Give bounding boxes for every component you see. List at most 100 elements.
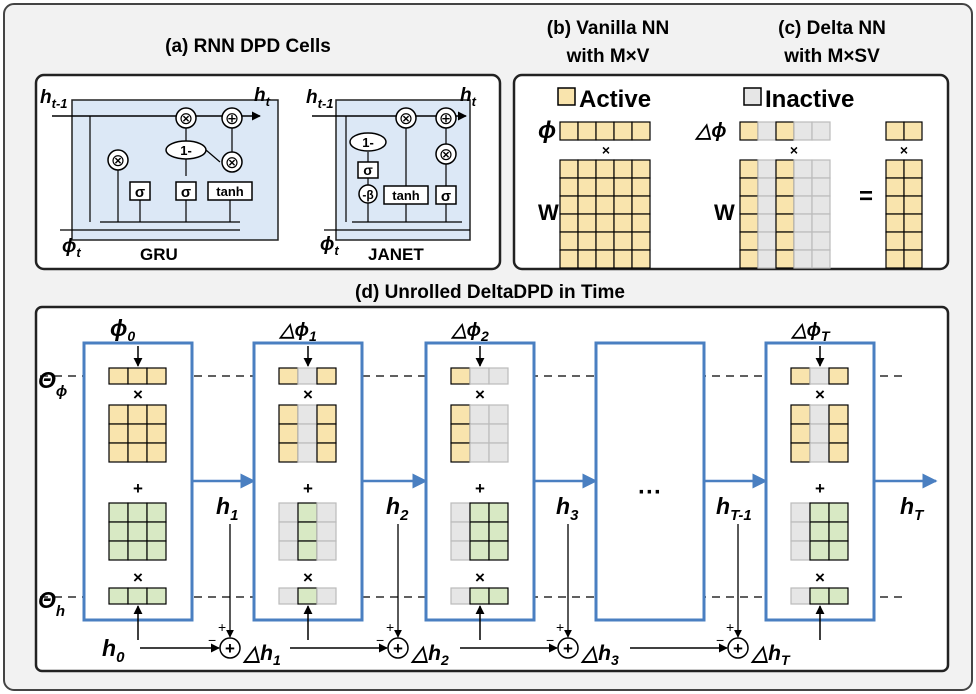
janet-tanh-label: tanh (392, 188, 420, 203)
hidden-weight-cell (278, 540, 299, 561)
theta-h-label: Θh (38, 587, 65, 620)
delta-phi-cell (739, 121, 759, 141)
input-weight-cell (828, 442, 849, 463)
delta-w-cell (739, 249, 759, 269)
input-weight-cell (450, 423, 471, 444)
vanilla-w-cell (631, 177, 651, 197)
hidden-weight-cell (488, 521, 509, 542)
delta-w-cell (775, 195, 795, 215)
sum-minus-sign: − (546, 632, 554, 648)
result-times: × (900, 142, 908, 158)
hidden-weight-cell (108, 502, 129, 523)
hidden-weight-cell (828, 502, 849, 523)
result-w-cell (903, 195, 923, 215)
hidden-weight-cell (146, 540, 167, 561)
input-vector-cell (108, 367, 129, 385)
hidden-weight-cell (809, 502, 830, 523)
janet-label: JANET (368, 245, 424, 264)
times-symbol: × (815, 385, 825, 404)
vanilla-w-cell (559, 159, 579, 179)
delta-w-cell (757, 177, 777, 197)
delta-w-label: W (714, 200, 735, 225)
subtract-node-symbol: + (225, 639, 235, 658)
janet-tanh-gate (383, 185, 429, 205)
delta-w-cell (811, 249, 831, 269)
hidden-weight-cell (108, 521, 129, 542)
sum-minus-sign: − (716, 632, 724, 648)
delta-w-cell (757, 249, 777, 269)
janet-sigmoid-label: σ (441, 188, 451, 205)
gru-sigmoid-label: σ (181, 184, 191, 201)
input-vector-cell (450, 367, 471, 385)
panel-b-title-line2: with M×V (566, 46, 650, 67)
janet-sigmoid-gate (435, 185, 457, 205)
delta-w-cell (739, 231, 759, 251)
legend-active-label: Active (579, 86, 651, 113)
vanilla-phi-cell (559, 121, 579, 141)
panel-c-title-line1: (c) Delta NN (778, 18, 886, 39)
delta-w-cell (793, 195, 813, 215)
gru-one-minus-label: 1- (180, 143, 192, 158)
gru-multiply-symbol: ⊗ (111, 151, 125, 170)
plus-symbol: + (133, 479, 143, 498)
input-weight-cell (488, 442, 509, 463)
hidden-weight-cell (146, 502, 167, 523)
result-w-cell (903, 249, 923, 269)
gru-multiply-symbol: ⊗ (179, 109, 193, 128)
input-weight-cell (488, 404, 509, 425)
input-weight-cell (828, 404, 849, 425)
input-weight-cell (316, 442, 337, 463)
times-symbol: × (475, 385, 485, 404)
input-weight-cell (316, 404, 337, 425)
vanilla-w-cell (577, 213, 597, 233)
gru-h-t-label: ht (254, 85, 271, 109)
hidden-weight-cell (469, 540, 490, 561)
input-weight-cell (146, 442, 167, 463)
input-weight-cell (127, 423, 148, 444)
sum-minus-sign: − (376, 632, 384, 648)
hidden-weight-cell (146, 521, 167, 542)
vanilla-w-cell (559, 213, 579, 233)
vanilla-w-cell (613, 249, 633, 269)
result-w-cell (903, 159, 923, 179)
input-vector-cell (790, 367, 811, 385)
delta-w-cell (739, 213, 759, 233)
vanilla-phi-cell (577, 121, 597, 141)
hidden-weight-cell (316, 540, 337, 561)
gru-multiply-gate (107, 149, 129, 171)
janet-multiply-gate (435, 143, 457, 165)
hidden-vector-cell (809, 587, 830, 605)
hidden-vector-cell (316, 587, 337, 605)
gru-sigmoid-label: σ (135, 184, 145, 201)
delta-hidden-label: △h1 (242, 642, 281, 668)
hidden-weight-cell (316, 521, 337, 542)
delta-w-cell (793, 213, 813, 233)
vanilla-w-cell (595, 213, 615, 233)
janet-cell: ⊗ ⊕ ⊗ 1- σ -β tanh σ (312, 99, 471, 241)
hidden-state-label: h3 (556, 493, 579, 524)
input-weight-cell (108, 442, 129, 463)
gru-sigmoid-gate (129, 181, 151, 201)
delta-hidden-label: △h2 (410, 642, 449, 668)
hidden-weight-cell (469, 502, 490, 523)
gru-add-symbol: ⊕ (225, 109, 239, 128)
janet-multiply-gate (395, 107, 417, 129)
hidden-weight-cell (450, 521, 471, 542)
delta-w-cell (757, 195, 777, 215)
vanilla-w-cell (559, 249, 579, 269)
ellipsis: ··· (638, 479, 662, 506)
legend-active-swatch (557, 87, 576, 106)
subtract-node (387, 637, 409, 659)
result-phi-cell (885, 121, 905, 141)
input-weight-cell (108, 404, 129, 425)
delta-w-cell (775, 177, 795, 197)
input-weight-cell (809, 442, 830, 463)
input-weight-cell (790, 442, 811, 463)
gru-h-prev-label: ht-1 (40, 87, 68, 111)
gru-tanh-gate (207, 181, 253, 201)
hidden-state-label: hT-1 (716, 493, 752, 524)
delta-hidden-label: △h3 (580, 642, 619, 668)
hidden-vector-cell (790, 587, 811, 605)
delta-w-cell (775, 159, 795, 179)
